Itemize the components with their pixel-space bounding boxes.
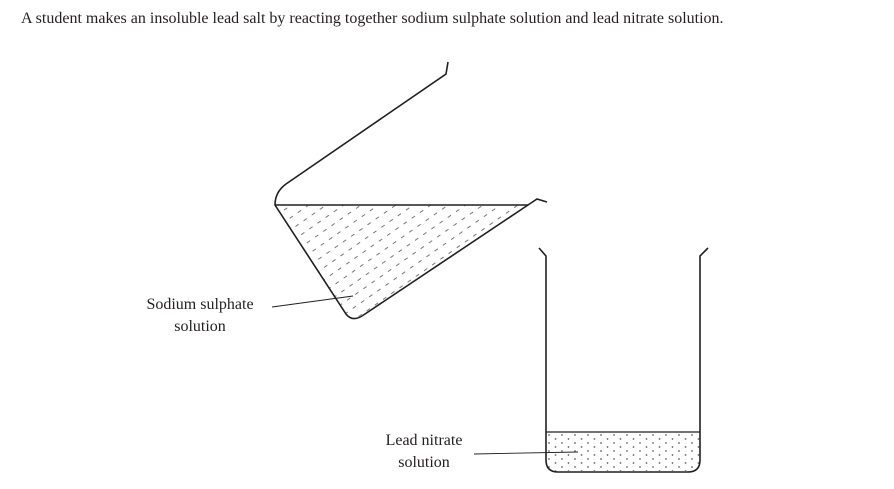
sodium-sulphate-label: Sodium sulphate solution xyxy=(120,294,280,338)
label-line: Sodium sulphate xyxy=(146,296,254,313)
label-line: solution xyxy=(398,454,450,471)
sodium-sulphate-leader-line xyxy=(271,295,354,308)
lead-nitrate-label: Lead nitrate solution xyxy=(344,430,504,474)
tilted-beaker xyxy=(274,61,548,320)
label-line: Lead nitrate xyxy=(385,432,463,449)
lead-nitrate-leader-line xyxy=(473,451,579,455)
lead-nitrate-liquid xyxy=(546,432,700,471)
lower-beaker xyxy=(538,247,709,473)
sodium-sulphate-liquid xyxy=(276,205,528,319)
question-intro: A student makes an insoluble lead salt b… xyxy=(21,10,724,27)
label-line: solution xyxy=(174,318,226,335)
